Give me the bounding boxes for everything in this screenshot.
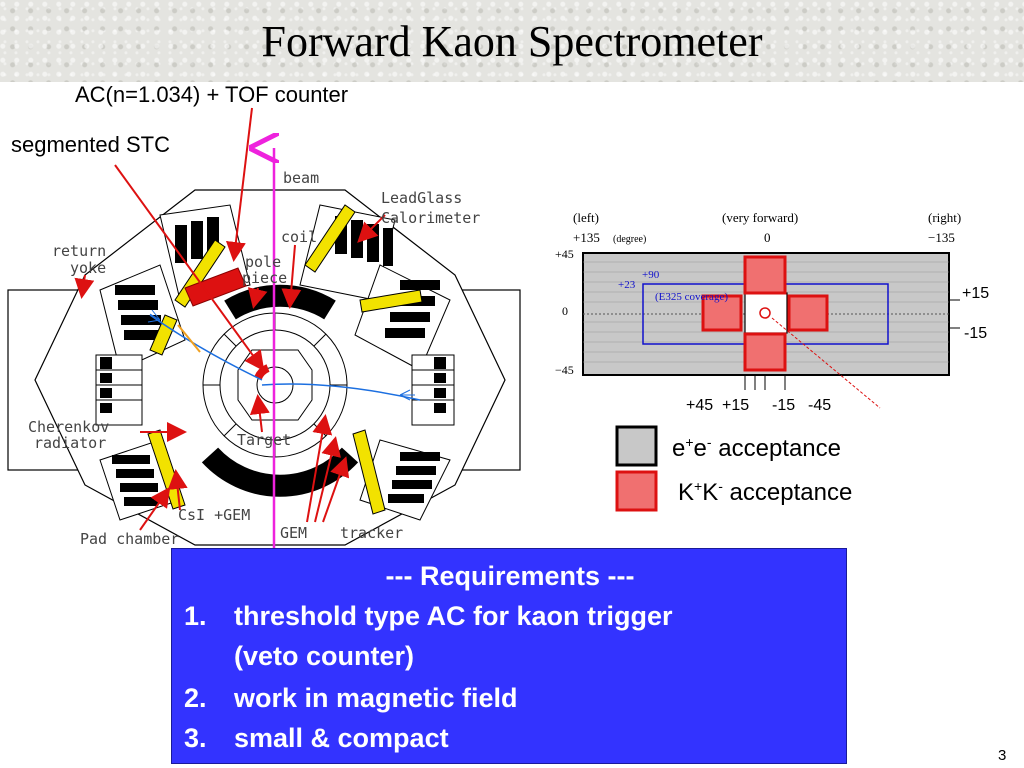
page-title: Forward Kaon Spectrometer [261, 17, 763, 66]
plot-plus135: +135 [573, 230, 600, 245]
forward-hole [744, 292, 788, 334]
label-return-2: yoke [70, 259, 106, 277]
label-beam: beam [283, 169, 319, 187]
shower-left [147, 309, 161, 323]
arrow-leadglass [357, 214, 386, 243]
arrow-ac-tof [225, 107, 253, 262]
legend-kk-swatch [615, 470, 658, 512]
coil-yellow-lower-right [352, 429, 386, 515]
label-csi-gem: CsI +GEM [178, 506, 250, 524]
label-pole-2: piece [242, 269, 287, 287]
orange-hit [177, 324, 201, 353]
kk-box-bottom [743, 332, 787, 372]
coil-yellow-right [359, 289, 423, 313]
plot-plus23: +23 [618, 279, 636, 291]
beam-spot-icon [759, 307, 771, 319]
page-number: 3 [998, 747, 1007, 764]
plot-bottom-minus15: -15 [772, 397, 795, 414]
plot-minus135: −135 [928, 230, 955, 245]
plot-y-plus45: +45 [555, 247, 574, 261]
plot-degree: (degree) [613, 234, 646, 245]
plot-e325: (E325 coverage) [655, 291, 728, 303]
plot-y-minus45: −45 [555, 363, 574, 377]
plot-plus90: +90 [642, 269, 660, 281]
legend-ee-label: e+e- acceptance [672, 434, 841, 462]
kk-box-left [701, 294, 743, 332]
plot-very-forward-label: (very forward) [722, 210, 798, 225]
arrow-return-yoke [74, 274, 95, 299]
plot-bottom-plus45: +45 [686, 397, 713, 414]
callout-ac-tof: AC(n=1.034) + TOF counter [75, 82, 349, 107]
arrow-gem-3 [322, 456, 350, 523]
arrow-stc [114, 164, 265, 372]
label-pad-chamber: Pad chamber [80, 530, 179, 548]
arrow-gem-1 [306, 414, 333, 523]
ac-tof-counter [184, 267, 247, 307]
arrow-pole-piece [247, 287, 268, 309]
label-tracker: tracker [340, 524, 403, 542]
arrow-gem-2 [314, 436, 341, 523]
arrow-coil [281, 244, 302, 309]
label-target: Target [237, 431, 291, 449]
track-right [261, 383, 421, 401]
kk-box-right [787, 294, 829, 332]
track-left [149, 314, 263, 381]
kk-box-top [743, 255, 787, 295]
callout-segmented-stc: segmented STC [11, 132, 170, 157]
label-cherenkov-2: radiator [34, 434, 106, 452]
label-pole-1: pole [245, 253, 281, 271]
coil-yellow-upper-right [304, 204, 356, 273]
legend-kk-label: K+K- acceptance [678, 478, 853, 506]
tracker-inner-octagon [237, 349, 313, 421]
label-leadglass-2: Calorimeter [381, 209, 480, 227]
arrow-target [249, 394, 270, 433]
plot-y-zero: 0 [562, 304, 568, 318]
pole-piece-upper [224, 284, 336, 320]
plot-zero-top: 0 [764, 230, 771, 245]
arrow-csi-gem [167, 469, 188, 511]
plot-bottom-plus15: +15 [722, 397, 749, 414]
label-return-1: return [52, 242, 106, 260]
label-cherenkov-1: Cherenkov [28, 418, 109, 436]
coil-yellow-left [149, 314, 178, 356]
shower-right [399, 389, 415, 401]
acceptance-plot: (left) (very forward) (right) +135 (degr… [555, 210, 989, 414]
leadglass-calorimeter-right [354, 264, 455, 426]
label-gem: GEM [280, 524, 307, 542]
requirements-header: --- Requirements --- [385, 561, 635, 591]
plot-right-plus15: +15 [962, 285, 989, 302]
plot-left-label: (left) [573, 210, 599, 225]
plot-right-minus15: -15 [964, 325, 987, 342]
label-coil: coil [281, 228, 317, 246]
title-background [0, 0, 1024, 82]
label-leadglass-1: LeadGlass [381, 189, 462, 207]
arrow-pad-chamber [139, 486, 171, 531]
legend-ee-swatch [615, 425, 658, 467]
plot-right-label: (right) [928, 210, 961, 225]
plot-bottom-minus45: -45 [808, 397, 831, 414]
requirements-box: --- Requirements --- 1. threshold type A… [171, 548, 847, 764]
